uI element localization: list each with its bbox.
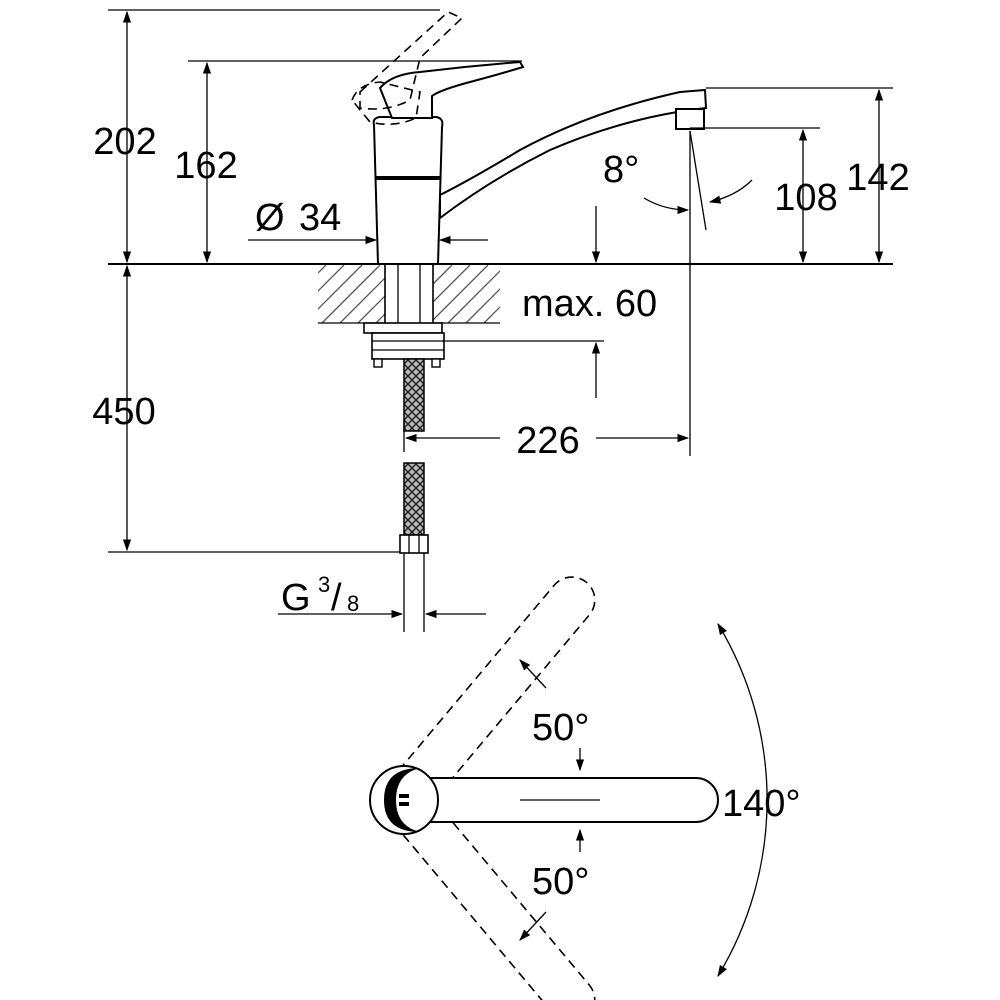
dim-spout-height: 142 [846,157,909,199]
spout-angle-line [689,130,707,231]
dim-arc-140 [717,622,768,978]
dim-thread-num: 3 [318,572,330,597]
lever-grip [384,768,420,832]
dim-height-total: 202 [93,121,156,163]
supply-hose-upper [403,358,425,432]
dim-hose-length: 450 [92,391,155,433]
dim-thread-sep: / [331,577,342,619]
dim-swivel-right: 50° [532,861,589,903]
dim-thread-den: 8 [347,591,359,616]
dim-height-body: 162 [174,145,237,187]
dim-diameter-symbol: Ø [255,197,285,239]
lever-handle [378,60,525,119]
dim-outlet-height: 108 [774,177,837,219]
side-view: 202 162 Ø 34 8° 108 142 max. 60 450 226 [92,9,910,632]
aerator [675,108,705,130]
spout [439,88,708,221]
faucet-body [372,116,444,265]
dim-thread-prefix: G [281,577,311,619]
lever-base-outline [351,81,421,126]
body-top-outer [369,765,439,835]
dim-swivel-total: 140° [722,783,801,825]
shank [384,263,434,327]
mounting-fixture [363,322,445,368]
dim-spout-reach: 226 [516,420,579,462]
dim-swivel-left: 50° [532,707,589,749]
dim-spout-angle: 8° [603,149,639,191]
deck-section [318,263,500,327]
dim-max-deck: max. 60 [522,283,657,325]
hose-connector [399,534,429,632]
supply-hose-lower [403,462,425,536]
dim-diameter-value: 34 [299,197,341,239]
top-view: 50° 50° 140° [369,576,801,1000]
